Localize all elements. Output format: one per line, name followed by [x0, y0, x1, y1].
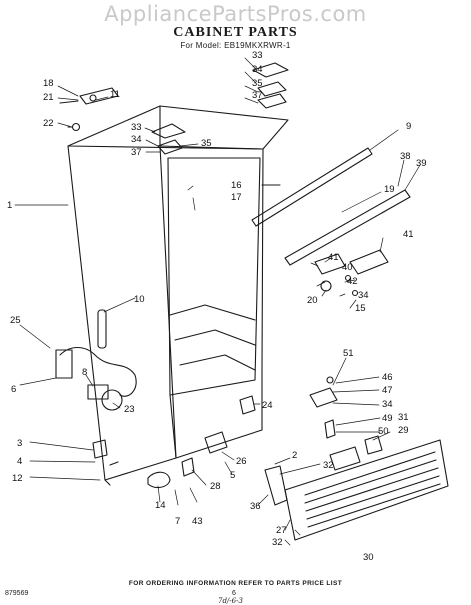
callout-16: 16	[231, 180, 242, 191]
callout-35: 35	[201, 138, 212, 149]
callout-8: 8	[82, 367, 87, 378]
callout-39: 39	[416, 158, 427, 169]
lower-rail	[284, 189, 411, 266]
callout-26: 26	[236, 456, 247, 467]
wiring-harness	[59, 346, 137, 397]
callout-15: 15	[355, 303, 366, 314]
page-title: CABINET PARTS	[173, 25, 298, 40]
callout-18: 18	[43, 78, 54, 89]
callout-6: 6	[11, 384, 16, 395]
shim-28	[181, 457, 195, 477]
hinge-31	[364, 435, 383, 455]
hinge-36	[264, 465, 288, 506]
callout-labels: 33 34 35 37 18 21 11 22 33 34 37 35 9 38…	[7, 50, 427, 563]
diagram-code: 879569	[5, 590, 29, 597]
callout-17: 17	[231, 192, 242, 203]
ordering-info: FOR ORDERING INFORMATION REFER TO PARTS …	[128, 580, 343, 587]
callout-37: 37	[131, 147, 142, 158]
callout-34: 34	[131, 134, 142, 145]
callout-10: 10	[134, 294, 145, 305]
grille-clip-29	[329, 446, 361, 471]
mount-14	[147, 471, 171, 489]
handwritten-note: 7d/-6-3	[218, 597, 243, 605]
callout-19: 19	[384, 184, 395, 195]
callout-40: 40	[342, 262, 353, 273]
callout-34: 34	[252, 64, 263, 75]
callout-7: 7	[175, 516, 180, 527]
bracket-3	[92, 439, 108, 459]
page-number: 6	[232, 590, 236, 597]
callout-12: 12	[12, 473, 23, 484]
callout-47: 47	[382, 385, 393, 396]
cabinet-liner	[167, 157, 261, 396]
callout-25: 25	[10, 315, 21, 326]
callout-14: 14	[155, 500, 166, 511]
callout-28: 28	[210, 481, 221, 492]
callout-22: 22	[43, 118, 54, 129]
callout-27: 27	[276, 525, 287, 536]
callout-41: 41	[328, 252, 339, 263]
callout-38: 38	[400, 151, 411, 162]
upper-hinge	[79, 87, 119, 105]
callout-46: 46	[382, 372, 393, 383]
lower-hinge	[314, 253, 346, 275]
callout-29: 29	[398, 425, 409, 436]
callout-43: 43	[192, 516, 203, 527]
hinge-bracket-46	[309, 387, 338, 408]
callout-2: 2	[292, 450, 297, 461]
callout-49: 49	[382, 413, 393, 424]
callout-32: 32	[272, 537, 283, 548]
callout-1: 1	[7, 200, 12, 211]
kickplate-grille	[284, 439, 449, 541]
callout-36: 36	[250, 501, 261, 512]
callout-50: 50	[378, 426, 389, 437]
callout-23: 23	[124, 404, 135, 415]
callout-11: 11	[110, 89, 120, 100]
hinge-cover-right	[252, 62, 289, 78]
callout-33: 33	[131, 122, 142, 133]
door-stop-rail	[251, 147, 373, 227]
model-label: For Model: EB19MKXRWR-1	[180, 41, 291, 50]
corner-bracket-24	[239, 395, 256, 415]
callout-9: 9	[406, 121, 411, 132]
callout-51: 51	[343, 348, 354, 359]
hinge-cover	[151, 123, 186, 139]
callout-21: 21	[43, 92, 54, 103]
cabinet-front-edge	[159, 145, 264, 371]
callout-42: 42	[347, 276, 358, 287]
callout-30: 30	[363, 552, 374, 563]
callout-5: 5	[230, 470, 235, 481]
callout-34: 34	[358, 290, 369, 301]
callout-24: 24	[262, 400, 273, 411]
callout-4: 4	[17, 456, 22, 467]
drain-tube	[97, 309, 107, 349]
callout-37: 37	[252, 90, 263, 101]
callout-20: 20	[307, 295, 318, 306]
callout-33: 33	[252, 50, 263, 61]
callout-35: 35	[252, 78, 263, 89]
bracket-26	[204, 431, 228, 454]
callout-34: 34	[382, 399, 393, 410]
watermark: AppliancePartsPros.com	[104, 2, 367, 26]
callout-41: 41	[403, 229, 414, 240]
callout-31: 31	[398, 412, 409, 423]
cabinet-side	[67, 145, 177, 481]
callout-3: 3	[17, 438, 22, 449]
cabinet-top	[67, 105, 289, 150]
callout-32: 32	[323, 460, 334, 471]
